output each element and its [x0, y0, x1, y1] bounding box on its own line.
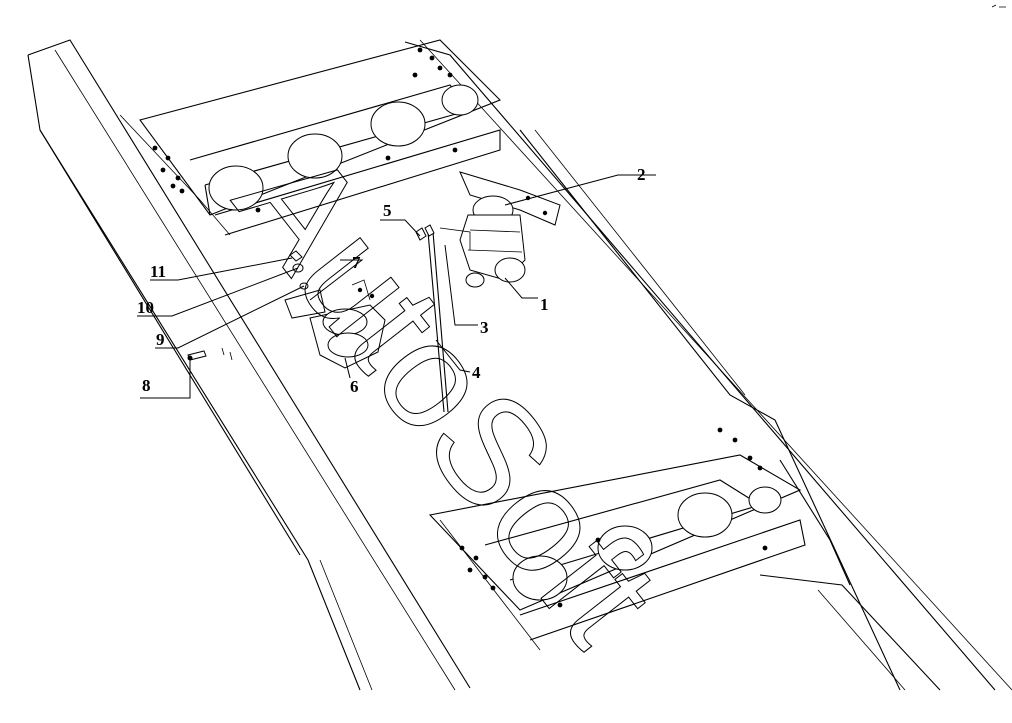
valve-assembly: [439, 195, 526, 288]
left-frame-rail: [27, 39, 471, 691]
right-frame-rail: [404, 39, 1012, 691]
callout-6: 6: [350, 377, 359, 396]
callout-8: 8: [142, 376, 151, 395]
callout-10: 10: [137, 298, 154, 317]
callout-11: 11: [150, 262, 166, 281]
watermark: AutoSoft: [204, 116, 692, 674]
control-rod: [415, 224, 449, 413]
callout-3: 3: [480, 318, 489, 337]
callout-5: 5: [383, 201, 392, 220]
callout-2: 2: [637, 165, 646, 184]
callout-4: 4: [472, 363, 481, 382]
secondary-valve: [284, 279, 386, 369]
callout-1: 1: [540, 295, 549, 314]
callout-9: 9: [156, 330, 165, 349]
upper-cross-member: [119, 39, 501, 236]
callout-7: 7: [352, 253, 361, 272]
corner-mark: [991, 4, 1006, 8]
watermark-text: AutoSoft: [205, 116, 692, 673]
lower-cross-member: [428, 427, 806, 651]
callouts: 1 2 3 4 5 6 7 8 9 10 11: [137, 165, 656, 399]
